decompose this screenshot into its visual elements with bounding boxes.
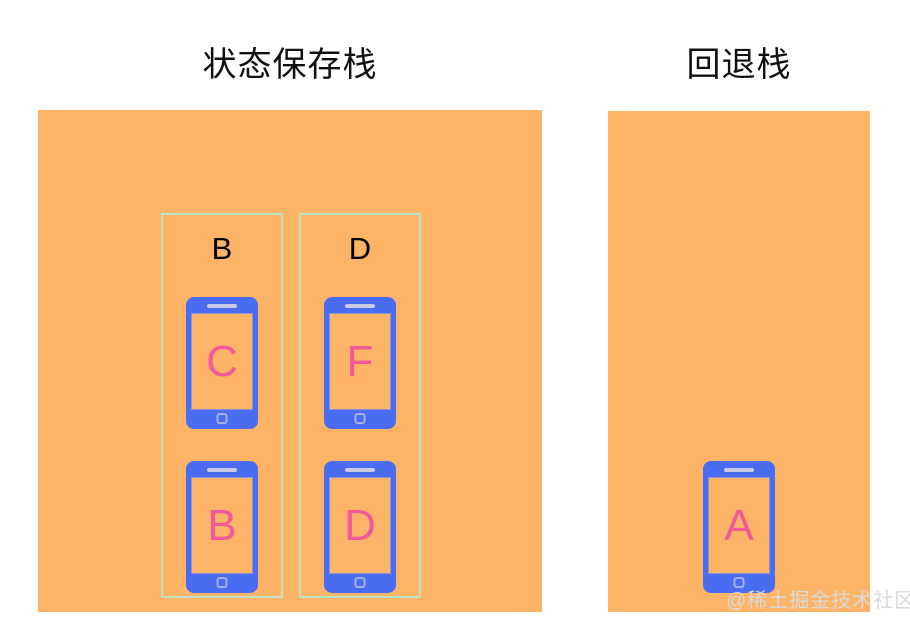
phone-card-c: C (186, 297, 258, 429)
phone-card-a: A (703, 461, 775, 593)
phone-screen: B (191, 477, 253, 574)
group-container-b: B (161, 213, 283, 598)
phone-screen: A (708, 477, 770, 574)
back-stack-panel: A (608, 111, 870, 612)
group-container-d: D (299, 213, 421, 598)
group-label-d: D (348, 231, 372, 266)
group-label-b: B (211, 231, 233, 266)
phone-card-b: B (186, 461, 258, 593)
phone-speaker-icon (207, 468, 237, 472)
phone-card-d: D (324, 461, 396, 593)
save-stack-title: 状态保存栈 (202, 46, 378, 84)
phone-home-button-icon (733, 577, 745, 588)
phone-screen-label: D (344, 500, 376, 550)
phone-home-button-icon (216, 413, 228, 424)
phone-screen-label: A (724, 500, 754, 550)
phone-screen-label: F (346, 336, 374, 386)
phone-speaker-icon (724, 468, 754, 472)
phone-screen: D (329, 477, 391, 574)
phone-screen-label: B (207, 500, 237, 550)
save-stack-panel: B D C B F (38, 110, 542, 612)
watermark: @稀土掘金技术社区 (726, 590, 910, 612)
phone-screen-label: C (206, 336, 238, 386)
phone-speaker-icon (345, 468, 375, 472)
phone-screen: C (191, 313, 253, 410)
phone-speaker-icon (207, 304, 237, 308)
phone-home-button-icon (354, 413, 366, 424)
phone-home-button-icon (216, 577, 228, 588)
back-stack-title: 回退栈 (686, 46, 792, 84)
phone-screen: F (329, 313, 391, 410)
phone-home-button-icon (354, 577, 366, 588)
phone-card-f: F (324, 297, 396, 429)
phone-speaker-icon (345, 304, 375, 308)
